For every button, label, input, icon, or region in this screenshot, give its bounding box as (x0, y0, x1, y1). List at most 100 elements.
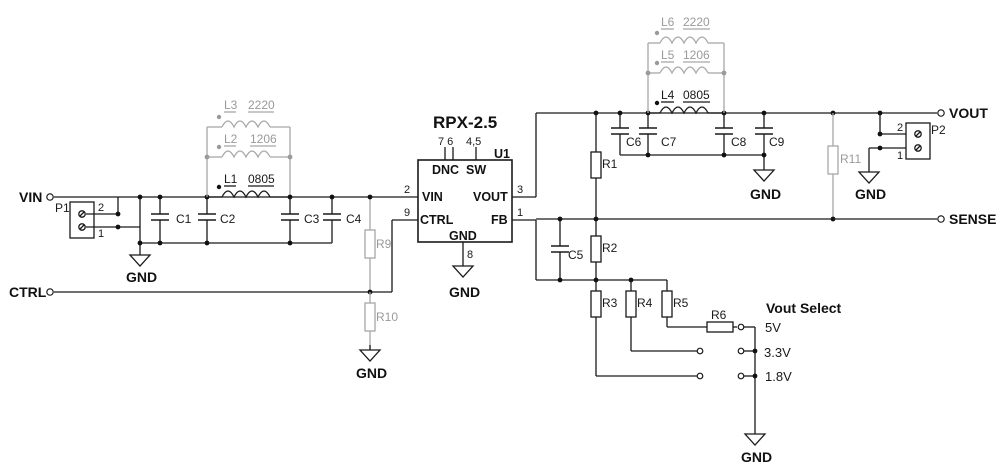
c4-capacitor: C4 (323, 197, 362, 243)
gnd-label-output: GND (750, 186, 781, 202)
l2-size: 1206 (250, 132, 277, 146)
ic-pin-gnd: GND (449, 229, 477, 243)
p2-ref: P2 (931, 123, 946, 137)
output-inductor-options: L4 0805 L5 1206 L6 2220 (647, 15, 725, 115)
c5-capacitor: C5 (551, 219, 584, 280)
gnd-symbol-r10: GND (356, 345, 387, 381)
vout-option-3v3: 3.3V (764, 345, 791, 360)
c8-capacitor: C8 (715, 113, 747, 155)
vin-terminal (46, 193, 54, 201)
r10-label: R10 (376, 310, 398, 324)
l5-size: 1206 (683, 48, 710, 62)
gnd-label-r10: GND (356, 365, 387, 381)
ctrl-terminal (46, 288, 54, 296)
gnd-symbol-ic: GND (449, 265, 480, 300)
p1-ref: P1 (55, 201, 70, 215)
ic-u1: RPX-2.5 U1 7 6 4,5 DNC SW VIN CTRL 2 9 V… (404, 113, 523, 266)
l4-size: 0805 (683, 88, 710, 102)
gnd-label-select: GND (741, 449, 772, 465)
vout-terminal (937, 109, 945, 117)
ic-pin-vout: VOUT (473, 190, 508, 204)
ic-pin-num-gnd: 8 (467, 249, 473, 261)
vin-rail: VIN (19, 189, 418, 205)
gnd-label-ic: GND (449, 284, 480, 300)
sense-net-label: SENSE (949, 211, 996, 227)
ic-title: RPX-2.5 (433, 113, 497, 132)
c5-label: C5 (568, 248, 584, 262)
l3-size: 2220 (248, 98, 275, 112)
r1-resistor: R1 (590, 113, 618, 219)
c1-label: C1 (176, 212, 192, 226)
p1-pin-2: 2 (98, 202, 104, 214)
gnd-symbol-select: GND (741, 433, 772, 465)
vout-option-5v: 5V (765, 320, 781, 335)
c8-label: C8 (731, 135, 747, 149)
r5-resistor: R5 (661, 280, 707, 328)
ic-pin-ctrl: CTRL (420, 213, 454, 227)
ic-pin-num-sw: 4,5 (466, 136, 481, 148)
r4-label: R4 (637, 296, 653, 310)
r5-label: R5 (673, 296, 689, 310)
input-inductor-options: L1 0805 L2 1206 L3 2220 (206, 98, 291, 199)
c4-label: C4 (346, 212, 362, 226)
l1-size: 0805 (248, 172, 275, 186)
c2-label: C2 (220, 212, 236, 226)
sense-terminal (937, 215, 945, 223)
ic-pin-dnc: DNC (432, 163, 459, 177)
c7-capacitor: C7 (639, 113, 677, 155)
c2-capacitor: C2 (198, 197, 236, 243)
r4-resistor: R4 (625, 280, 697, 352)
r11-resistor: R11 (827, 113, 861, 219)
r2-label: R2 (602, 241, 618, 255)
vout-select-title: Vout Select (766, 300, 842, 316)
r6-resistor: R6 (706, 308, 737, 333)
r3-resistor: R3 (590, 280, 697, 377)
gnd-symbol-p2: GND (855, 171, 886, 202)
l3-label: L3 (224, 98, 238, 112)
vout-option-1v8: 1.8V (765, 369, 792, 384)
sense-line: SENSE (536, 211, 996, 227)
r9-label: R9 (376, 237, 392, 251)
ic-pin-fb: FB (491, 213, 508, 227)
gnd-symbol-output: GND (750, 169, 781, 202)
gnd-symbol-input: GND (126, 254, 157, 285)
p2-pin-1: 1 (897, 150, 903, 162)
c9-capacitor: C9 (755, 113, 785, 170)
r3-label: R3 (602, 296, 618, 310)
ic-pin-num-ctrl: 9 (404, 207, 410, 219)
r1-label: R1 (602, 157, 618, 171)
l4-label: L4 (661, 88, 675, 102)
c3-label: C3 (304, 212, 320, 226)
vout-rail: VOUT (512, 105, 988, 198)
ic-pin-num-dnc: 7 6 (438, 136, 453, 148)
c1-capacitor: C1 (151, 197, 192, 243)
ic-pin-sw: SW (466, 163, 486, 177)
p2-pin-2: 2 (897, 122, 903, 134)
r2-resistor: R2 (590, 219, 618, 280)
c7-label: C7 (661, 135, 677, 149)
r9-resistor: R9 (364, 197, 392, 292)
r10-resistor: R10 (364, 292, 398, 350)
l6-label: L6 (661, 15, 675, 29)
c3-capacitor: C3 (281, 197, 320, 243)
ic-pin-vin: VIN (422, 190, 443, 204)
r11-label: R11 (840, 152, 861, 166)
p1-connector: P1 2 1 (55, 197, 141, 255)
vout-net-label: VOUT (949, 105, 988, 121)
ic-pin-num-vin: 2 (404, 184, 410, 196)
p1-pin-1: 1 (98, 228, 104, 240)
c6-label: C6 (626, 135, 642, 149)
ic-pin-num-fb: 1 (517, 207, 523, 219)
gnd-label-input: GND (126, 269, 157, 285)
c9-label: C9 (769, 135, 785, 149)
vin-net-label: VIN (19, 189, 42, 205)
l6-size: 2220 (683, 15, 710, 29)
p2-connector: P2 2 1 (868, 113, 946, 172)
l1-label: L1 (224, 172, 238, 186)
ic-pin-num-vout: 3 (517, 184, 523, 196)
ctrl-line: CTRL (9, 219, 418, 300)
ic-ref: U1 (494, 147, 510, 161)
ctrl-net-label: CTRL (9, 284, 47, 300)
fb-network (512, 219, 596, 281)
